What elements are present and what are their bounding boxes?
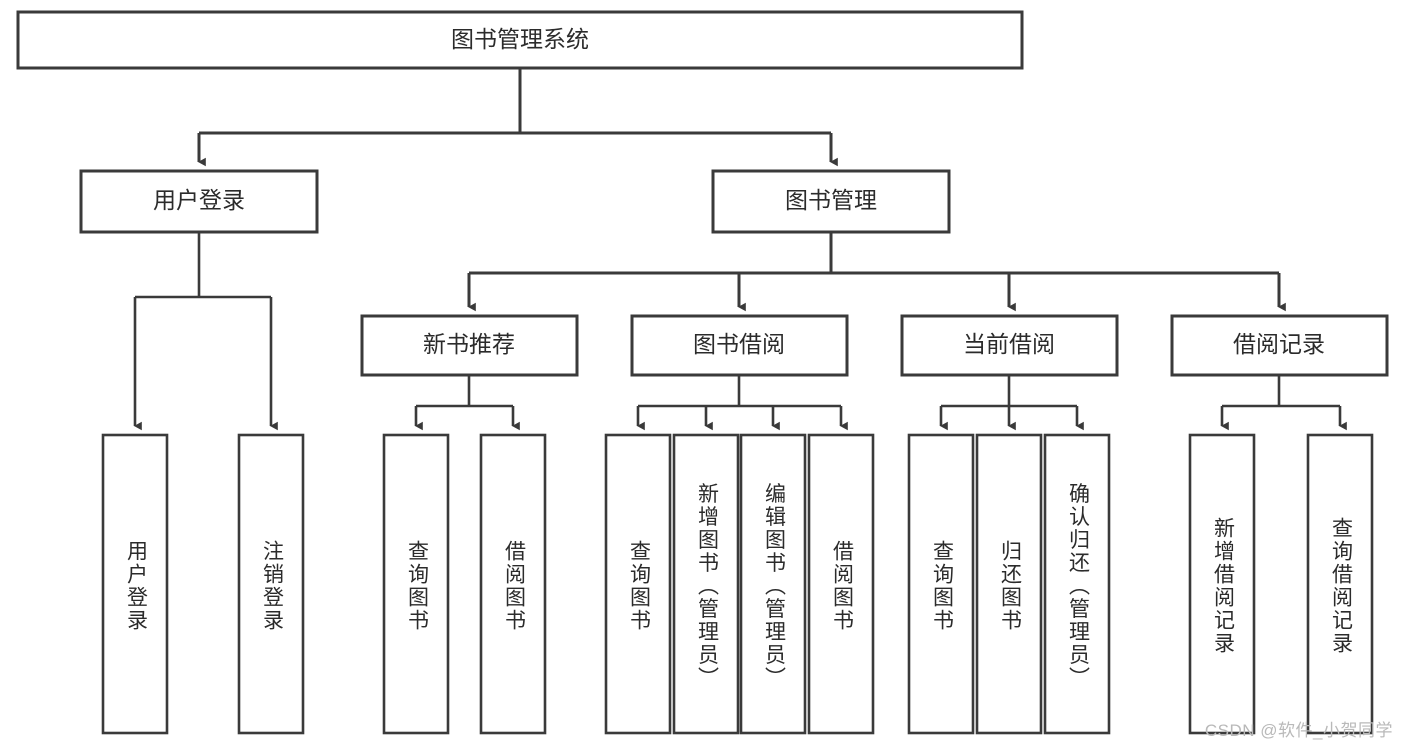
- leaf-new-book-1-label: 借阅图书: [502, 540, 526, 632]
- node-new-book-recommend-box[interactable]: [360, 314, 579, 377]
- leaf-borrow-record-0-label: 新增借阅记录: [1211, 517, 1235, 655]
- node-root[interactable]: 图书管理系统: [16, 10, 1024, 70]
- leaf-book-borrow-1-box[interactable]: [672, 433, 740, 735]
- connector-group-user-login: [133, 232, 278, 431]
- leaf-user-login-1-box[interactable]: [237, 433, 305, 735]
- leaf-user-login-1[interactable]: 注销登录: [237, 433, 305, 735]
- leaf-borrow-record-1-label: 查询借阅记录: [1329, 517, 1353, 655]
- connector-group-book-manage: [467, 232, 1286, 312]
- connector-group-book-borrow: [636, 375, 848, 431]
- node-book-manage-label: 图书管理: [785, 187, 877, 213]
- node-new-book-recommend[interactable]: 新书推荐: [360, 314, 579, 377]
- leaf-borrow-record-1[interactable]: 查询借阅记录: [1306, 433, 1374, 735]
- leaf-new-book-0[interactable]: 查询图书: [382, 433, 450, 735]
- leaf-book-borrow-0-label: 查询图书: [627, 540, 651, 632]
- node-current-borrow-label: 当前借阅: [963, 331, 1055, 357]
- leaf-current-borrow-1-label: 归还图书: [998, 540, 1022, 632]
- leaf-book-borrow-3[interactable]: 借阅图书: [807, 433, 875, 735]
- leaf-book-borrow-0[interactable]: 查询图书: [604, 433, 672, 735]
- leaf-borrow-record-1-box[interactable]: [1306, 433, 1374, 735]
- leaf-book-borrow-2-box[interactable]: [739, 433, 807, 735]
- leaf-current-borrow-0-label: 查询图书: [930, 540, 954, 632]
- leaf-new-book-0-box[interactable]: [382, 433, 450, 735]
- connector-group-root: [197, 68, 838, 167]
- connector-group-borrow-record: [1220, 375, 1347, 431]
- leaf-book-borrow-3-label: 借阅图书: [830, 540, 854, 632]
- leaf-current-borrow-0[interactable]: 查询图书: [907, 433, 975, 735]
- leaf-new-book-0-label: 查询图书: [405, 540, 429, 632]
- node-borrow-record-box[interactable]: [1170, 314, 1389, 377]
- leaf-current-borrow-0-box[interactable]: [907, 433, 975, 735]
- leaf-current-borrow-2-label: 确认归还（管理员）: [1066, 483, 1090, 690]
- leaf-user-login-1-label: 注销登录: [260, 540, 284, 632]
- node-borrow-record-label: 借阅记录: [1233, 331, 1325, 357]
- leaf-current-borrow-1[interactable]: 归还图书: [975, 433, 1043, 735]
- leaf-book-borrow-2-label: 编辑图书（管理员）: [762, 483, 786, 690]
- connector-group-new-book: [414, 375, 520, 431]
- leaf-new-book-1-box[interactable]: [479, 433, 547, 735]
- leaf-new-book-1[interactable]: 借阅图书: [479, 433, 547, 735]
- node-user-login-label: 用户登录: [153, 187, 245, 213]
- leaf-user-login-0-label: 用户登录: [124, 540, 148, 632]
- node-root-box[interactable]: [16, 10, 1024, 70]
- leaf-book-borrow-1[interactable]: 新增图书（管理员）: [672, 433, 740, 735]
- leaf-user-login-0[interactable]: 用户登录: [101, 433, 169, 735]
- leaf-current-borrow-2[interactable]: 确认归还（管理员）: [1043, 433, 1111, 735]
- leaf-book-borrow-2[interactable]: 编辑图书（管理员）: [739, 433, 807, 735]
- leaf-borrow-record-0-box[interactable]: [1188, 433, 1256, 735]
- leaf-current-borrow-1-box[interactable]: [975, 433, 1043, 735]
- node-user-login[interactable]: 用户登录: [79, 169, 319, 234]
- leaf-user-login-0-box[interactable]: [101, 433, 169, 735]
- node-current-borrow[interactable]: 当前借阅: [900, 314, 1119, 377]
- node-book-borrow-label: 图书借阅: [693, 331, 785, 357]
- node-book-manage[interactable]: 图书管理: [711, 169, 951, 234]
- connector-group-current-borrow: [939, 375, 1084, 431]
- node-book-borrow[interactable]: 图书借阅: [630, 314, 849, 377]
- node-user-login-box[interactable]: [79, 169, 319, 234]
- node-book-borrow-box[interactable]: [630, 314, 849, 377]
- node-current-borrow-box[interactable]: [900, 314, 1119, 377]
- node-root-label: 图书管理系统: [451, 26, 589, 52]
- node-new-book-recommend-label: 新书推荐: [423, 331, 515, 357]
- leaf-book-borrow-1-label: 新增图书（管理员）: [695, 483, 719, 690]
- node-borrow-record[interactable]: 借阅记录: [1170, 314, 1389, 377]
- leaf-current-borrow-2-box[interactable]: [1043, 433, 1111, 735]
- leaf-book-borrow-3-box[interactable]: [807, 433, 875, 735]
- leaf-book-borrow-0-box[interactable]: [604, 433, 672, 735]
- node-book-manage-box[interactable]: [711, 169, 951, 234]
- leaf-borrow-record-0[interactable]: 新增借阅记录: [1188, 433, 1256, 735]
